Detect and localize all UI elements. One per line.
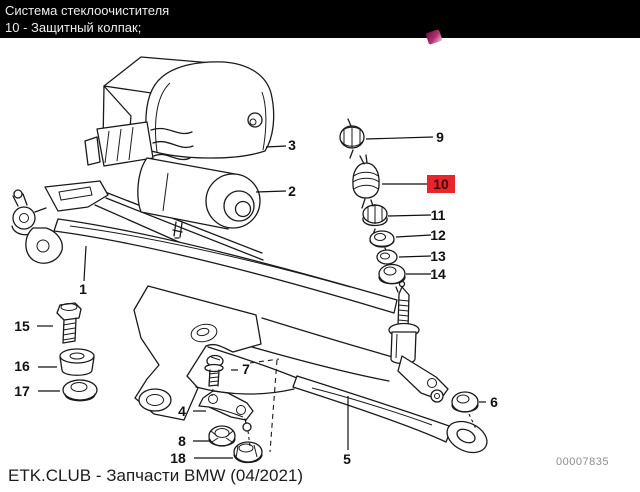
part-1-frame	[12, 181, 397, 420]
part-9-nut	[340, 119, 364, 158]
part-12-washer	[370, 231, 394, 253]
part-callout-6[interactable]: 6	[490, 394, 498, 410]
part-callout-7[interactable]: 7	[242, 361, 250, 377]
part-callout-9[interactable]: 9	[436, 129, 444, 145]
header-bar: Система стеклоочистителя 10 - Защитный к…	[0, 0, 640, 38]
footer-brand: ETK.CLUB - Запчасти BMW (04/2021)	[8, 466, 304, 485]
part-callout-4[interactable]: 4	[178, 403, 186, 419]
part-callout-10[interactable]: 10	[427, 175, 455, 193]
part-callout-8[interactable]: 8	[178, 433, 186, 449]
part-callout-12[interactable]: 12	[430, 227, 446, 243]
part-7-screw	[205, 356, 223, 387]
part-callout-5[interactable]: 5	[343, 451, 351, 467]
motor-connector	[85, 122, 193, 166]
part-callout-13[interactable]: 13	[430, 248, 446, 264]
part-callout-16[interactable]: 16	[14, 358, 30, 374]
part-4-link-bracket	[199, 391, 253, 431]
part-11-nut	[363, 200, 387, 235]
part-14-grommet	[379, 265, 405, 293]
part-callout-14[interactable]: 14	[430, 266, 446, 282]
page-title: Система стеклоочистителя	[5, 3, 170, 18]
part-17-grommet	[63, 380, 97, 401]
wiper-spindle	[389, 282, 448, 403]
part-callout-2[interactable]: 2	[288, 183, 296, 199]
frame-braces	[95, 190, 263, 260]
part-callout-18[interactable]: 18	[170, 450, 186, 466]
part-16-bushing	[60, 349, 94, 375]
selected-part-caption: 10 - Защитный колпак;	[5, 20, 142, 35]
part-10-protective-cap	[353, 155, 379, 208]
part-callout-17[interactable]: 17	[14, 383, 30, 399]
part-13-washer	[377, 250, 397, 269]
part-callout-3[interactable]: 3	[288, 137, 296, 153]
part-2-wiper-motor	[138, 158, 260, 238]
leader-lines	[37, 137, 486, 458]
part-18-nut	[234, 442, 262, 463]
part-6-grommet	[452, 392, 478, 412]
part-15-bolt	[57, 303, 81, 343]
alignment-dashes	[212, 359, 476, 452]
part-callout-15[interactable]: 15	[14, 318, 30, 334]
part-8-nut	[209, 426, 235, 446]
part-3-motor-cover	[146, 62, 274, 158]
doc-number: 00007835	[556, 456, 609, 468]
part-5-drive-rod	[293, 376, 492, 459]
part-callout-1[interactable]: 1	[79, 281, 87, 297]
parts-diagram	[0, 38, 640, 492]
part-callout-11[interactable]: 11	[430, 207, 446, 223]
